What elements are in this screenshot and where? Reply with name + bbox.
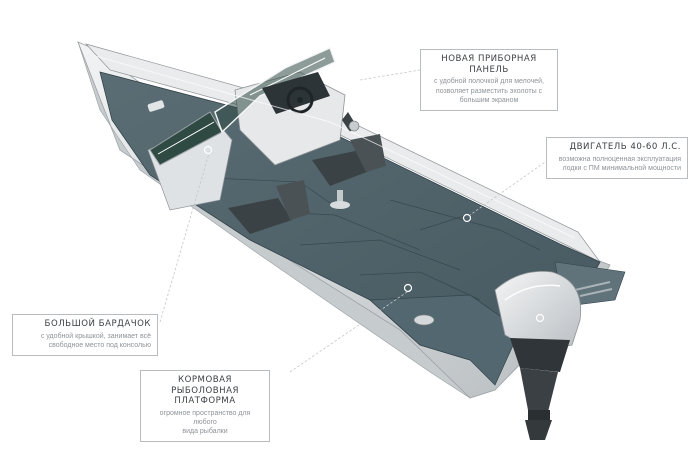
callout-platform-desc: огромное пространство для любого вида ры… xyxy=(159,410,251,436)
hotspot-dashboard xyxy=(333,79,343,89)
outboard-engine xyxy=(494,271,582,440)
dashboard-panel xyxy=(262,72,330,114)
passenger-seat xyxy=(228,180,310,234)
aft-platform xyxy=(369,294,521,386)
hotspot-platform xyxy=(403,283,413,293)
callout-glovebox-title: БОЛЬШОЙ БАРДАЧОК xyxy=(44,319,151,329)
hotspot-glovebox xyxy=(203,145,213,155)
bow-hatch xyxy=(147,100,165,112)
callout-glovebox-desc: с удобной крышкой, занимает всё свободно… xyxy=(40,332,151,349)
steering-wheel xyxy=(286,86,314,114)
callout-engine-desc: возможна полноценная эксплуатация лодки … xyxy=(558,155,681,172)
aft-hatch-lid xyxy=(413,314,435,326)
hotspot-engine xyxy=(462,213,472,223)
callout-engine: ДВИГАТЕЛЬ 40-60 Л.С. возможна полноценна… xyxy=(546,137,688,179)
callout-dashboard-desc: с удобной полочкой для мелочей, позволяе… xyxy=(434,78,544,104)
hotspot-outboard xyxy=(535,313,545,323)
callout-glovebox: БОЛЬШОЙ БАРДАЧОК с удобной крышкой, зани… xyxy=(12,314,158,356)
callout-dashboard-title: НОВАЯ ПРИБОРНАЯ ПАНЕЛЬ xyxy=(441,54,537,75)
windshield xyxy=(214,47,336,134)
callout-platform: КОРМОВАЯ РЫБОЛОВНАЯ ПЛАТФОРМА огромное п… xyxy=(140,370,270,443)
gunwale xyxy=(84,43,601,263)
callout-platform-title: КОРМОВАЯ РЫБОЛОВНАЯ ПЛАТФОРМА xyxy=(171,375,239,407)
callout-dashboard: НОВАЯ ПРИБОРНАЯ ПАНЕЛЬ с удобной полочко… xyxy=(420,49,558,111)
callout-engine-title: ДВИГАТЕЛЬ 40-60 Л.С. xyxy=(569,142,681,152)
driver-seat xyxy=(312,134,386,209)
